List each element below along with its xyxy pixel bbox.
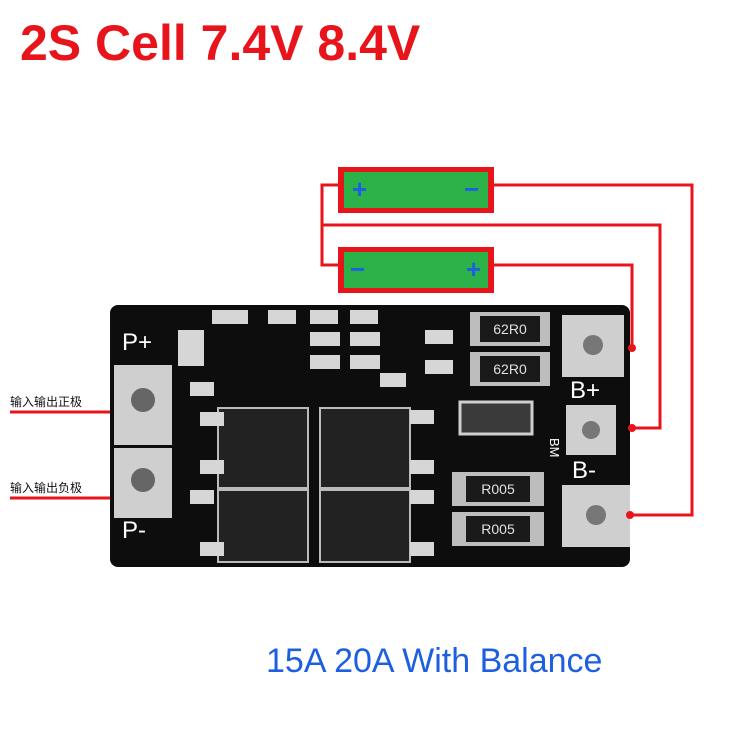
smd-components xyxy=(178,310,534,556)
battery-bottom-left-sign: − xyxy=(350,254,365,284)
wire-terminals xyxy=(626,344,636,519)
wire-middle xyxy=(322,223,662,430)
page-subtitle: 15A 20A With Balance xyxy=(266,642,603,680)
pcb-board: 62R0 62R0 R005 R005 P+ P- B+ B- BM + − −… xyxy=(110,174,630,567)
label-p-minus: P- xyxy=(122,517,146,544)
battery-top-left-sign: + xyxy=(352,174,367,204)
resistors xyxy=(452,312,550,546)
label-b-plus: B+ xyxy=(570,377,600,404)
wire-bottom-battery-right xyxy=(490,263,634,348)
label-bm: BM xyxy=(547,438,562,458)
battery-bottom-right-sign: + xyxy=(466,254,481,284)
mosfets xyxy=(217,407,411,563)
battery-top xyxy=(338,167,494,213)
resistor-label-1: 62R0 xyxy=(493,321,527,337)
label-input-positive: 输入输出正极 xyxy=(10,395,83,409)
label-b-minus: B- xyxy=(572,457,596,484)
label-p-plus: P+ xyxy=(122,329,152,356)
wire-top-battery-right xyxy=(492,183,694,517)
resistor-label-2: 62R0 xyxy=(493,361,527,377)
wiring xyxy=(10,183,694,517)
resistor-label-3: R005 xyxy=(481,481,515,497)
page-title: 2S Cell 7.4V 8.4V xyxy=(20,15,421,71)
battery-top-right-sign: − xyxy=(464,174,479,204)
battery-bottom xyxy=(338,247,494,293)
resistor-label-4: R005 xyxy=(481,521,515,537)
label-input-negative: 输入输出负极 xyxy=(10,481,83,495)
